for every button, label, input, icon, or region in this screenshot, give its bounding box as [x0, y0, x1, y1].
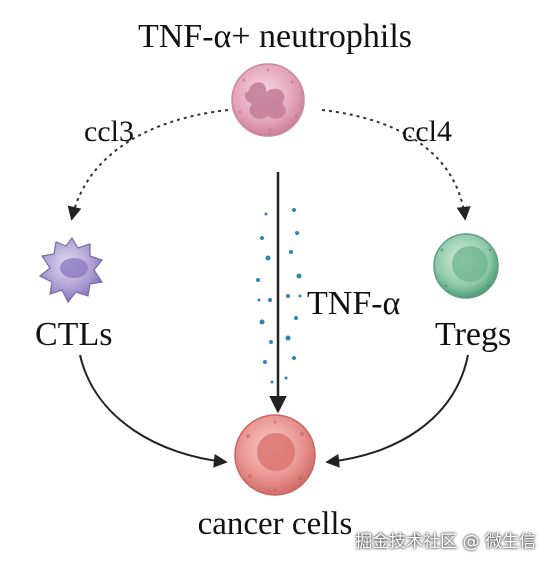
treg-label: Tregs	[435, 316, 512, 353]
ccl3-arrow	[67, 109, 229, 221]
watermark: 掘金技术社区 @ 微生信	[355, 532, 536, 552]
treg-cell	[433, 233, 499, 299]
ccl3-label: ccl3	[84, 115, 134, 148]
ccl4-arrow	[321, 109, 471, 221]
ctl-cell	[38, 236, 104, 304]
tnf-alpha-label: TNF-α	[307, 285, 401, 322]
treg-to-cancer-arrow	[325, 354, 469, 468]
ctl-to-cancer-arrow	[79, 354, 228, 468]
cancer-cells-label: cancer cells	[197, 506, 353, 542]
ctl-label: CTLs	[35, 316, 113, 353]
diagram-title: TNF-α+ neutrophils	[137, 18, 413, 55]
ccl4-label: ccl4	[402, 115, 452, 148]
tnf-alpha-droplets	[256, 208, 302, 384]
neutrophil-cell	[231, 63, 305, 137]
cancer-cell	[234, 414, 316, 496]
